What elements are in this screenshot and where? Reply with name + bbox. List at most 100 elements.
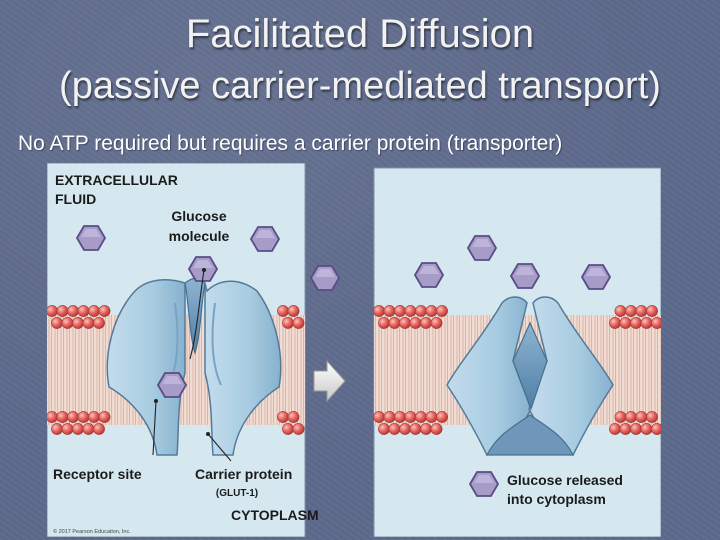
- phospholipid-head: [373, 305, 384, 316]
- glucose-molecule: [468, 236, 496, 260]
- phospholipid-head: [630, 317, 641, 328]
- phospholipid-head: [72, 423, 83, 434]
- extracellular-fluid-label-line-2: FLUID: [55, 191, 96, 207]
- phospholipid-head: [67, 305, 78, 316]
- phospholipid-head: [630, 423, 641, 434]
- phospholipid-head: [625, 411, 636, 422]
- phospholipid-head: [641, 317, 652, 328]
- glucose-molecule-label: Glucose: [171, 208, 226, 224]
- phospholipid-head: [415, 305, 426, 316]
- phospholipid-head: [57, 305, 68, 316]
- slide-subtitle: No ATP required but requires a carrier p…: [18, 132, 718, 156]
- phospholipid-head: [378, 423, 389, 434]
- phospholipid-head: [47, 411, 58, 422]
- phospholipid-head: [651, 317, 661, 328]
- phospholipid-head: [394, 305, 405, 316]
- phospholipid-head: [88, 305, 99, 316]
- phospholipid-head: [399, 317, 410, 328]
- phospholipid-head: [62, 317, 73, 328]
- phospholipid-head: [615, 305, 626, 316]
- carrier-protein-label: Carrier protein: [195, 466, 292, 482]
- phospholipid-head: [72, 317, 83, 328]
- phospholipid-head: [431, 423, 442, 434]
- phospholipid-head: [646, 411, 657, 422]
- phospholipid-head: [51, 423, 62, 434]
- phospholipid-head: [431, 317, 442, 328]
- cytoplasm-label: CYTOPLASM: [231, 507, 319, 523]
- phospholipid-head: [641, 423, 652, 434]
- phospholipid-head: [620, 423, 631, 434]
- phospholipid-head: [651, 423, 661, 434]
- glucose-molecule: [511, 264, 539, 288]
- slide-title: Facilitated Diffusion: [0, 12, 720, 57]
- glucose-molecule-released: [470, 472, 498, 496]
- phospholipid-head: [420, 317, 431, 328]
- phospholipid-head: [93, 317, 104, 328]
- phospholipid-head: [620, 317, 631, 328]
- phospholipid-head: [399, 423, 410, 434]
- glucose-molecule-label-line-2: molecule: [169, 228, 230, 244]
- phospholipid-head: [378, 317, 389, 328]
- glut-1-label: (GLUT-1): [216, 488, 258, 499]
- glucose-molecule: [415, 263, 443, 287]
- phospholipid-head: [282, 317, 293, 328]
- phospholipid-head: [51, 317, 62, 328]
- phospholipid-head: [288, 411, 299, 422]
- extracellular-fluid-label: EXTRACELLULAR: [55, 172, 178, 188]
- phospholipid-head: [99, 305, 110, 316]
- phospholipid-head: [277, 411, 288, 422]
- phospholipid-head: [636, 305, 647, 316]
- facilitated-diffusion-figure: EXTRACELLULAR FLUID Glucose molecule Rec…: [47, 163, 661, 537]
- phospholipid-head: [636, 411, 647, 422]
- phospholipid-head: [57, 411, 68, 422]
- phospholipid-head: [646, 305, 657, 316]
- phospholipid-head: [67, 411, 78, 422]
- phospholipid-head: [99, 411, 110, 422]
- phospholipid-head: [609, 423, 620, 434]
- phospholipid-head: [410, 317, 421, 328]
- phospholipid-head: [62, 423, 73, 434]
- phospholipid-head: [415, 411, 426, 422]
- right-panel: Glucose released into cytoplasm: [373, 168, 661, 537]
- phospholipid-head: [384, 305, 395, 316]
- glucose-molecule: [77, 226, 105, 250]
- phospholipid-head: [293, 317, 304, 328]
- glucose-molecule-in-receptor-site: [158, 373, 186, 397]
- glucose-released-label-line-2: into cytoplasm: [507, 491, 606, 507]
- phospholipid-head: [405, 305, 416, 316]
- phospholipid-head: [373, 411, 384, 422]
- glucose-molecule: [251, 227, 279, 251]
- phospholipid-head: [288, 305, 299, 316]
- phospholipid-head: [625, 305, 636, 316]
- phospholipid-head: [47, 305, 58, 316]
- phospholipid-head: [389, 317, 400, 328]
- phospholipid-head: [609, 317, 620, 328]
- phospholipid-head: [83, 317, 94, 328]
- phospholipid-head: [436, 411, 447, 422]
- phospholipid-head: [615, 411, 626, 422]
- copyright-notice: © 2017 Pearson Education, Inc.: [53, 528, 131, 535]
- phospholipid-head: [394, 411, 405, 422]
- phospholipid-head: [277, 305, 288, 316]
- phospholipid-head: [293, 423, 304, 434]
- left-panel: EXTRACELLULAR FLUID Glucose molecule Rec…: [47, 163, 339, 537]
- phospholipid-head: [410, 423, 421, 434]
- phospholipid-head: [78, 305, 89, 316]
- phospholipid-head: [93, 423, 104, 434]
- glucose-molecule: [582, 265, 610, 289]
- phospholipid-head: [389, 423, 400, 434]
- phospholipid-head: [83, 423, 94, 434]
- phospholipid-head: [436, 305, 447, 316]
- phospholipid-head: [405, 411, 416, 422]
- phospholipid-head: [426, 305, 437, 316]
- phospholipid-head: [78, 411, 89, 422]
- phospholipid-head: [420, 423, 431, 434]
- slide-title-line-2: (passive carrier-mediated transport): [0, 65, 720, 108]
- glucose-molecule: [311, 266, 339, 290]
- transition-arrow: [314, 361, 345, 401]
- phospholipid-head: [426, 411, 437, 422]
- phospholipid-head: [384, 411, 395, 422]
- glucose-released-label: Glucose released: [507, 472, 623, 488]
- phospholipid-head: [282, 423, 293, 434]
- receptor-site-label: Receptor site: [53, 466, 142, 482]
